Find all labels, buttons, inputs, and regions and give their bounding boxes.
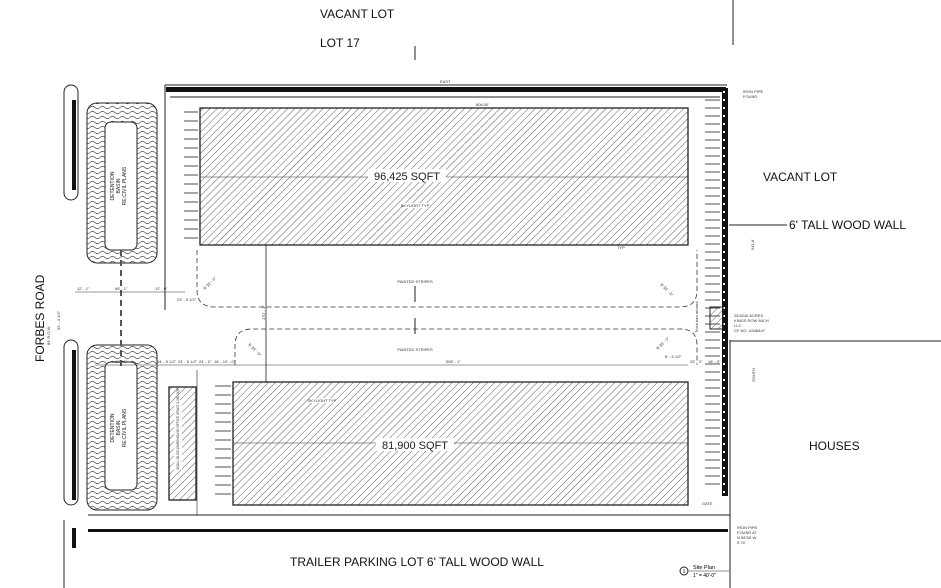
dimension: 8' - 5 1/2"	[665, 354, 682, 359]
bottom-label: TRAILER PARKING LOT 6' TALL WOOD WALL	[290, 555, 544, 569]
radius-dimension: R 35' - 0"	[659, 282, 675, 298]
title-block: 1 Site Plan 1" = 40'-0"	[679, 565, 729, 579]
painted-stripes-label: PAINTED STRIPES	[397, 279, 433, 284]
dimension: 16' - 10' - 0"	[214, 359, 236, 364]
svg-text:FOUND AT: FOUND AT	[737, 530, 757, 535]
dimension: 558' - 1"	[446, 359, 461, 364]
iron-pipe-bottom: IRON PIPE FOUND AT N 58'38' W 0.74'	[737, 525, 758, 545]
south-fence	[88, 529, 728, 532]
dimension: 68' - 1"	[115, 286, 128, 291]
road-row-label: 89' R.O.W.	[46, 326, 51, 345]
svg-text:N 58'38' W: N 58'38' W	[737, 535, 757, 540]
building-north: 806.00' 96,425 SQFT SKYLIGHT TYP TYP	[199, 102, 689, 250]
svg-text:IRON PIPE: IRON PIPE	[743, 89, 764, 94]
houses-label: HOUSES	[809, 439, 860, 453]
lot-number-label: LOT 17	[320, 36, 360, 50]
dimension: 12' - 0"	[155, 286, 168, 291]
building-south-area: 81,900 SQFT	[382, 440, 448, 452]
center-dimension: 170' - 1"	[261, 305, 266, 320]
drive-aisle-south	[234, 328, 698, 365]
svg-text:806.00': 806.00'	[476, 102, 489, 107]
east-wall-label: 6' TALL WOOD WALL	[789, 218, 906, 232]
dimension: 23' - 9 1/2"	[177, 297, 197, 302]
svg-text:RE:CIVIL PLANS: RE:CIVIL PLANS	[122, 408, 128, 447]
svg-text:RE:CIVIL PLANS: RE:CIVIL PLANS	[122, 166, 128, 205]
svg-text:SKYLIGHT TYP: SKYLIGHT TYP	[308, 398, 337, 403]
dimension: 24' - 0"	[199, 359, 212, 364]
svg-text:BASIN: BASIN	[116, 420, 122, 435]
truck-turnaround	[709, 306, 724, 330]
iron-pipe-top: IRON PIPE FOUND	[743, 89, 764, 99]
road-label: FORBES ROAD	[33, 274, 47, 362]
dimension: 68' - 1"	[115, 359, 128, 364]
svg-text:TYP: TYP	[617, 245, 625, 250]
svg-text:DETENTION: DETENTION	[110, 413, 116, 442]
east-dimension: 941.8'	[750, 239, 755, 250]
svg-text:KINGS ROW MICH: KINGS ROW MICH	[734, 318, 769, 323]
svg-text:CF NO. U348447: CF NO. U348447	[734, 328, 766, 333]
building-north-area: 96,425 SQFT	[374, 171, 440, 183]
detention-basin-north: DETENTION BASIN RE:CIVIL PLANS	[86, 102, 158, 264]
east-fence	[722, 88, 728, 496]
svg-text:0.74': 0.74'	[737, 540, 746, 545]
svg-text:DETENTION: DETENTION	[110, 171, 116, 200]
svg-text:BASIN: BASIN	[116, 178, 122, 193]
radius-dimension: R 35' - 0"	[655, 335, 671, 351]
dimension: 12' - 1"	[77, 286, 90, 291]
parcel-label: 25.8246 ACRES KINGS ROW MICH LLC CF NO. …	[734, 313, 769, 333]
dimension: 14' - 9 1/2"	[157, 359, 177, 364]
dimension: 18' - 0"	[708, 359, 721, 364]
side-dimension: 52' - 4 1/2"	[56, 310, 61, 330]
detention-basin-south: DETENTION BASIN RE:CIVIL PLANS	[86, 344, 158, 511]
svg-text:IRON PIPE: IRON PIPE	[737, 525, 758, 530]
svg-text:FOUND: FOUND	[743, 94, 757, 99]
north-fence	[166, 87, 726, 92]
svg-text:1" = 40'-0": 1" = 40'-0"	[693, 573, 716, 579]
svg-text:25.8246 ACRES: 25.8246 ACRES	[734, 313, 763, 318]
svg-text:LLC: LLC	[734, 323, 741, 328]
drive-aisle-north	[196, 250, 698, 308]
north-lot-label: VACANT LOT	[320, 7, 395, 21]
svg-text:Site Plan: Site Plan	[693, 565, 715, 571]
east-edge-label: EAST	[440, 79, 451, 84]
truck-turnaround-label: Truck turn around	[694, 302, 699, 333]
east-lot-label: VACANT LOT	[763, 170, 838, 184]
svg-text:SKYLIGHT TYP: SKYLIGHT TYP	[401, 203, 430, 208]
gate-label: GATE	[702, 501, 713, 506]
radius-dimension: R 35' - 0"	[202, 275, 218, 291]
south-edge-label: SOUTH	[751, 368, 756, 382]
radius-dimension: R 35' - 0"	[247, 342, 263, 358]
dimension: 24' - 5 1/2"	[178, 359, 198, 364]
svg-text:1: 1	[683, 569, 686, 575]
office-building: SMALL BLDG WAREHOUSE OFFICE SPACE 2,160 …	[168, 386, 197, 501]
building-south: 81,900 SQFT SKYLIGHT TYP	[232, 381, 689, 506]
svg-text:SMALL BLDG WAREHOUSE OFFICE SP: SMALL BLDG WAREHOUSE OFFICE SPACE 2,160 …	[176, 386, 180, 470]
painted-stripes-label: PAINTED STRIPES	[397, 347, 433, 352]
dimension: 25' - 0"	[690, 359, 703, 364]
